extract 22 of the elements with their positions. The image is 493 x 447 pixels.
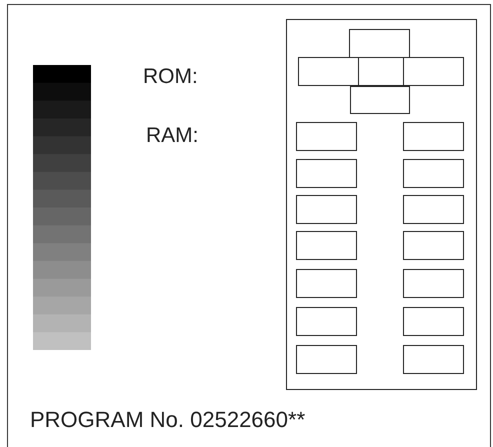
chip-socket-box <box>402 268 464 298</box>
chip-socket-box <box>296 230 356 260</box>
memory-label: ROM: <box>143 66 198 87</box>
chip-socket-box <box>296 268 356 298</box>
chip-socket-box <box>402 56 464 86</box>
chip-socket-box <box>350 86 410 114</box>
chip-socket-box <box>296 194 356 224</box>
chip-socket-box <box>296 122 356 150</box>
chip-socket-box <box>348 28 410 58</box>
chip-socket-box <box>402 306 464 336</box>
chip-panel <box>286 19 477 390</box>
chip-socket-box <box>296 306 356 336</box>
chip-socket-box <box>402 230 464 260</box>
chip-socket-box <box>298 56 358 86</box>
chip-socket-box <box>402 194 464 224</box>
chip-socket-box <box>402 158 464 188</box>
memory-label: RAM: <box>146 125 198 146</box>
chip-socket-box <box>296 158 356 188</box>
chip-socket-box <box>402 344 464 374</box>
chip-socket-box <box>402 122 464 150</box>
chip-socket-box <box>296 344 356 374</box>
program-number: PROGRAM No. 02522660** <box>30 409 306 431</box>
